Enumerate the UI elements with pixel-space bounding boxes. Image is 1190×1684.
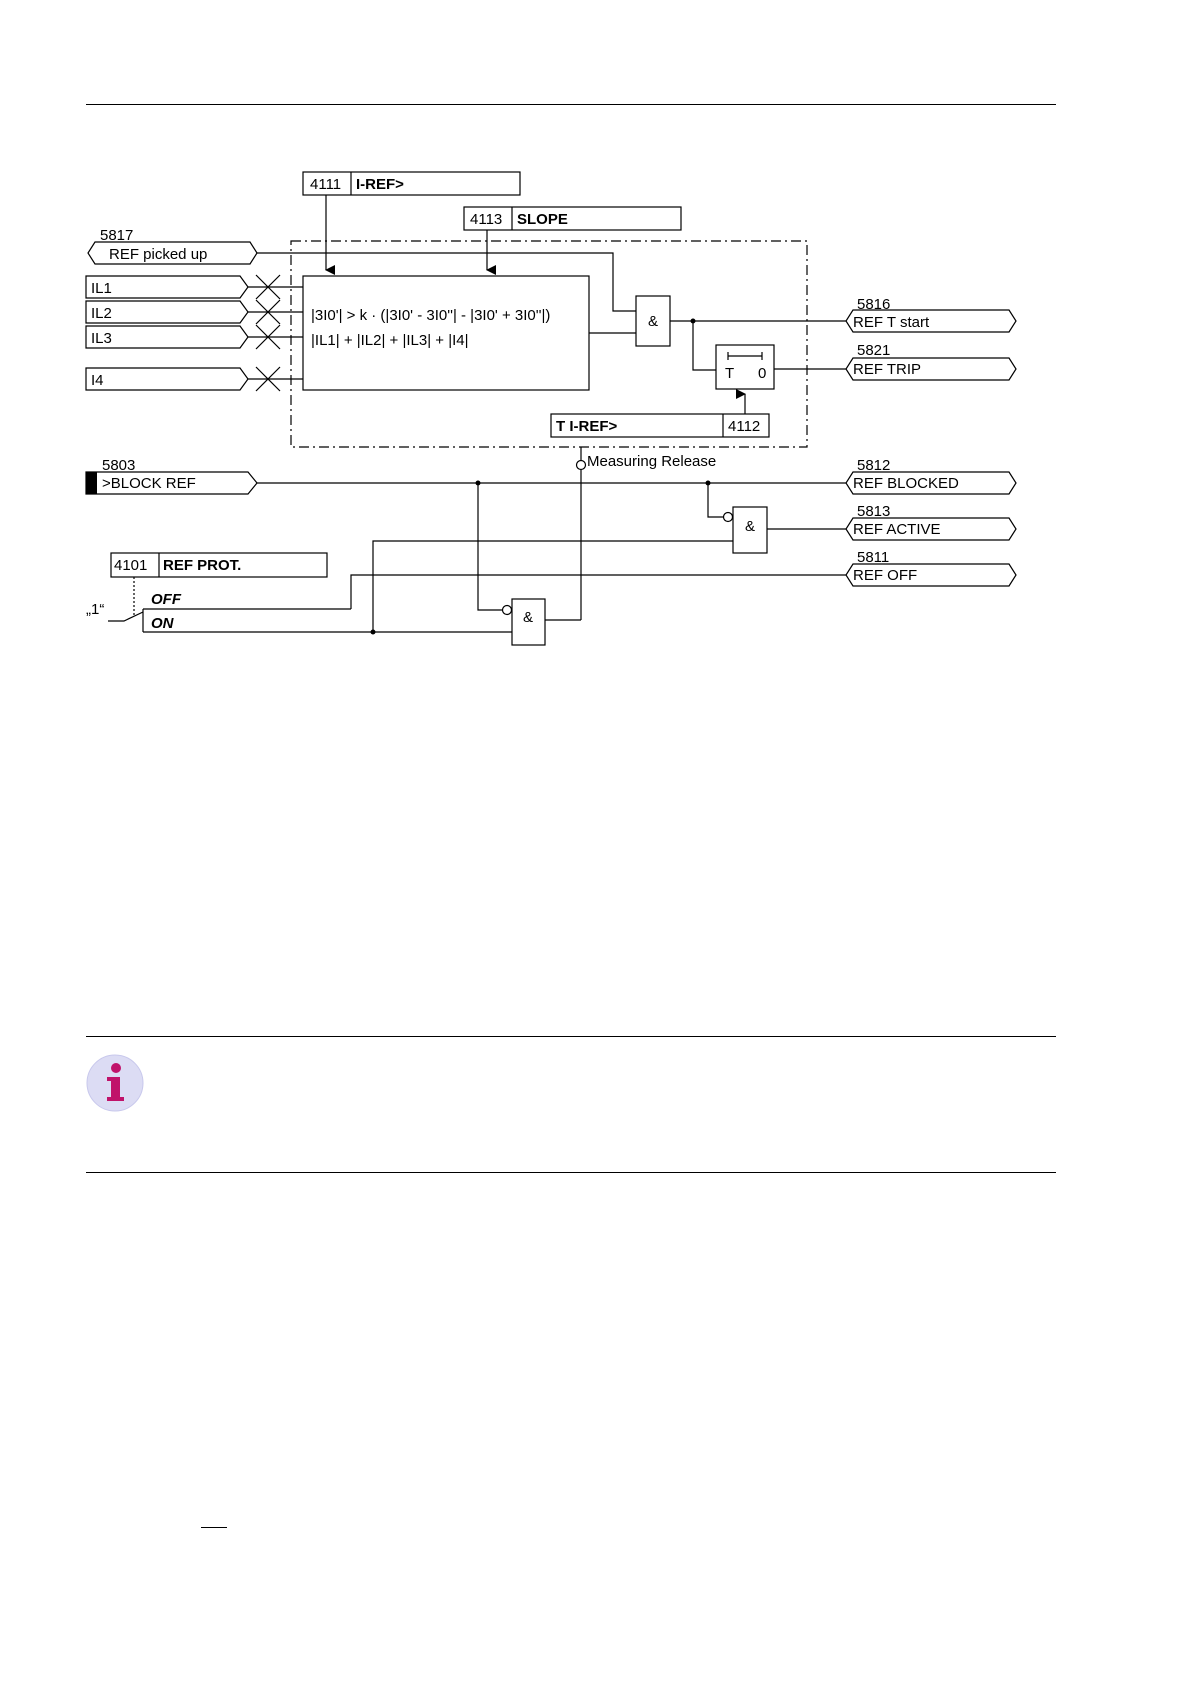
ref-t-start-label: REF T start [853, 314, 930, 331]
note-top-rule [86, 1036, 1056, 1037]
ref-blocked-number: 5812 [857, 457, 890, 474]
i4-label: I4 [91, 372, 104, 389]
measuring-release-label: Measuring Release [587, 453, 716, 470]
footer-mark [201, 1527, 227, 1528]
il3-label: IL3 [91, 330, 112, 347]
info-icon [85, 1053, 145, 1113]
il1-label: IL1 [91, 280, 112, 297]
ref-active-number: 5813 [857, 503, 890, 520]
ref-prot-address: 4101 [114, 557, 147, 574]
formula-line-2: |IL1| + |IL2| + |IL3| + |I4| [311, 332, 469, 349]
t-i-ref-address: 4112 [728, 418, 760, 435]
ref-trip-number: 5821 [857, 342, 890, 359]
and-symbol-1: & [648, 313, 658, 330]
block-ref-label: >BLOCK REF [102, 475, 196, 492]
ref-t-start-number: 5816 [857, 296, 890, 313]
ref-prot-switch[interactable] [108, 609, 373, 632]
timer-zero: 0 [758, 365, 766, 382]
const-one-label: „1“ [86, 601, 104, 618]
switch-off-label: OFF [151, 591, 182, 608]
switch-on-label: ON [151, 615, 175, 632]
ref-picked-up-label: REF picked up [109, 246, 207, 263]
slope-label: SLOPE [517, 211, 568, 228]
ref-blocked-label: REF BLOCKED [853, 475, 959, 492]
timer-t: T [725, 365, 734, 382]
ref-picked-up-number: 5817 [100, 227, 133, 244]
and-symbol-2: & [745, 518, 755, 535]
formula-line-1: |3I0'| > k · (|3I0' - 3I0''| - |3I0' + 3… [311, 307, 550, 324]
t-i-ref-label: T I-REF> [556, 418, 617, 435]
i-ref-address: 4111 [310, 176, 341, 193]
current-crossings [256, 275, 280, 391]
ref-off-number: 5811 [857, 549, 889, 566]
slope-address: 4113 [470, 211, 502, 228]
input-i4 [86, 368, 248, 390]
measuring-release-negation [577, 461, 586, 470]
ref-off-label: REF OFF [853, 567, 917, 584]
ref-prot-label: REF PROT. [163, 557, 241, 574]
block-ref-number: 5803 [102, 457, 135, 474]
ref-trip-label: REF TRIP [853, 361, 921, 378]
il2-label: IL2 [91, 305, 112, 322]
i-ref-label: I-REF> [356, 176, 404, 193]
ref-active-label: REF ACTIVE [853, 521, 941, 538]
note-bottom-rule [86, 1172, 1056, 1173]
and-symbol-3: & [523, 609, 533, 626]
ref-logic-diagram: 4111 I-REF> 4113 SLOPE 5817 REF picked u… [0, 0, 1190, 700]
